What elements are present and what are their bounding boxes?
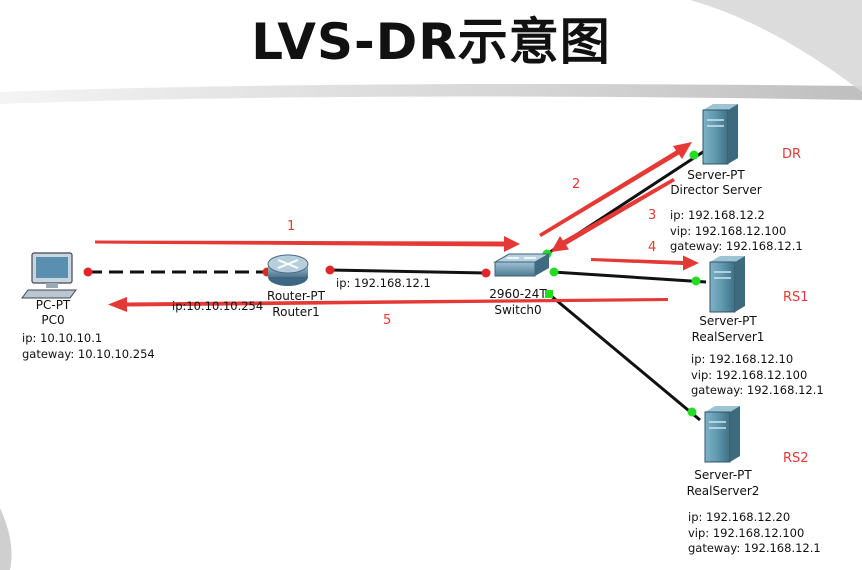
step-4-label: 4 (648, 240, 657, 255)
rs1-type-label: Server-PT (699, 314, 757, 328)
rs1-ip: ip: 192.168.12.10 (691, 352, 824, 368)
switch-name-label: Switch0 (494, 303, 542, 317)
pc-type-label: PC-PT (35, 298, 71, 312)
link-router-switch (329, 268, 487, 275)
port-switch-router (481, 268, 491, 278)
header-swoosh (0, 84, 862, 104)
link-switch-rs1 (552, 270, 707, 284)
router-name-label: Router1 (272, 305, 320, 319)
rs2-type-label: Server-PT (694, 468, 752, 482)
step-1-label: 1 (287, 219, 296, 234)
port-pc (83, 267, 93, 277)
router-icon (267, 254, 309, 286)
rs2-role-label: RS2 (783, 451, 809, 466)
director-type-label: Server-PT (687, 168, 745, 182)
port-switch-rs1 (549, 267, 559, 277)
director-role-label: DR (782, 147, 802, 162)
rs2-info: ip: 192.168.12.20 vip: 192.168.12.100 ga… (688, 510, 821, 557)
realserver1-icon (709, 256, 745, 313)
step-5-label: 5 (383, 313, 392, 328)
port-rs1 (691, 276, 701, 286)
router-type-label: Router-PT (267, 289, 325, 303)
rs1-role-label: RS1 (783, 290, 809, 305)
pc-name-label: PC0 (41, 313, 65, 327)
step-2-label: 2 (572, 177, 581, 192)
port-router-right (325, 265, 335, 275)
realserver2-icon (704, 406, 740, 463)
director-server-icon (702, 104, 738, 165)
header-corner (690, 0, 862, 92)
port-rs2 (687, 407, 697, 417)
arrow-2 (539, 142, 692, 237)
port-switch-rs2 (545, 290, 553, 298)
rs2-name-label: RealServer2 (686, 484, 760, 498)
link-switch-rs2 (549, 293, 701, 422)
rs1-vip: vip: 192.168.12.100 (691, 367, 824, 383)
flow-arrows (95, 142, 699, 312)
pc-ip: ip: 10.10.10.1 (22, 331, 155, 347)
page-title: LVS-DR示意图 (251, 13, 611, 71)
director-ip: ip: 192.168.12.2 (670, 208, 803, 224)
footer-swoosh (0, 508, 12, 570)
arrow-3 (551, 178, 675, 252)
director-name-label: Director Server (670, 183, 762, 197)
port-director (689, 150, 699, 160)
director-gateway: gateway: 192.168.12.1 (670, 239, 803, 255)
director-vip: vip: 192.168.12.100 (670, 223, 803, 239)
arrow-4 (591, 255, 699, 271)
router-right-ip: ip: 192.168.12.1 (336, 276, 431, 290)
rs1-info: ip: 192.168.12.10 vip: 192.168.12.100 ga… (691, 352, 824, 399)
step-3-label: 3 (648, 208, 657, 223)
pc-info: ip: 10.10.10.1 gateway: 10.10.10.254 (22, 331, 155, 362)
pc-icon (21, 252, 77, 299)
rs2-vip: vip: 192.168.12.100 (688, 525, 821, 541)
rs2-gateway: gateway: 192.168.12.1 (688, 541, 821, 557)
arrow-1 (95, 236, 520, 252)
router-left-ip: ip:10.10.10.254 (172, 299, 264, 313)
pc-gateway: gateway: 10.10.10.254 (22, 346, 155, 362)
rs1-name-label: RealServer1 (691, 330, 765, 344)
rs1-gateway: gateway: 192.168.12.1 (691, 383, 824, 399)
arrow-5 (108, 297, 668, 312)
switch-icon (493, 253, 551, 277)
rs2-ip: ip: 192.168.12.20 (688, 510, 821, 526)
director-info: ip: 192.168.12.2 vip: 192.168.12.100 gat… (670, 208, 803, 255)
switch-type-label: 2960-24T (489, 287, 547, 301)
